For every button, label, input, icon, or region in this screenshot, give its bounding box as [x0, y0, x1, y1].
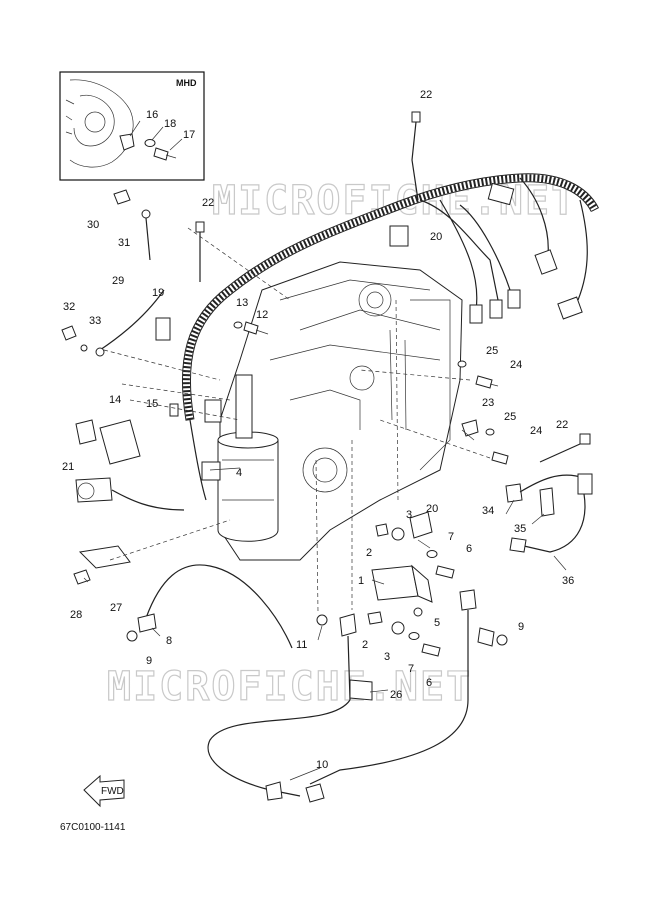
callout-15: 15	[146, 398, 158, 410]
callout-22: 22	[420, 89, 432, 101]
callout-24: 24	[530, 425, 542, 437]
callout-31: 31	[118, 237, 130, 249]
callout-25: 25	[504, 411, 516, 423]
callout-20: 20	[426, 503, 438, 515]
callout-7: 7	[408, 663, 414, 675]
callout-34: 34	[482, 505, 494, 517]
inset-mhd: MHD 16 18 17	[59, 71, 205, 181]
callout-26: 26	[390, 689, 402, 701]
callout-22: 22	[202, 197, 214, 209]
callout-7: 7	[448, 531, 454, 543]
callout-27: 27	[110, 602, 122, 614]
callout-30: 30	[87, 219, 99, 231]
callout-11: 11	[296, 639, 307, 651]
callout-28: 28	[70, 609, 82, 621]
callout-33: 33	[89, 315, 101, 327]
callout-19: 19	[152, 287, 164, 299]
callout-9: 9	[146, 655, 152, 667]
starter-motor	[217, 439, 279, 542]
callout-23: 23	[482, 397, 494, 409]
callout-35: 35	[514, 523, 526, 535]
callout-25: 25	[486, 345, 498, 357]
inset-title: MHD	[176, 78, 197, 88]
callout-13: 13	[236, 297, 248, 309]
callout-24: 24	[510, 359, 522, 371]
callout-14: 14	[109, 394, 121, 406]
callout-36: 36	[562, 575, 574, 587]
engine-block	[217, 261, 463, 561]
callout-22: 22	[556, 419, 568, 431]
fwd-label: FWD	[101, 786, 124, 797]
callout-4: 4	[236, 467, 242, 479]
callout-9: 9	[518, 621, 524, 633]
callout-16: 16	[146, 109, 158, 121]
callout-8: 8	[166, 635, 172, 647]
callout-20: 20	[430, 231, 442, 243]
callout-2: 2	[366, 547, 372, 559]
rectifier-regulator	[99, 419, 141, 465]
callout-3: 3	[384, 651, 390, 663]
callout-32: 32	[63, 301, 75, 313]
washer-18-part	[144, 139, 156, 147]
callout-21: 21	[62, 461, 74, 473]
callout-29: 29	[112, 275, 124, 287]
drawing-code: 67C0100-1141	[60, 822, 126, 833]
callout-6: 6	[466, 543, 472, 555]
callout-17: 17	[183, 129, 195, 141]
callouts: 22 30 31 22 20 29 19 13 12 32 33 25 24 1…	[62, 89, 574, 771]
callout-6: 6	[426, 677, 432, 689]
fwd-arrow-icon: FWD	[83, 774, 125, 808]
callout-1: 1	[358, 575, 364, 587]
callout-2: 2	[362, 639, 368, 651]
clamp-16-part	[119, 133, 135, 151]
watermark-bottom: MICROFICHE.NET	[107, 664, 472, 710]
callout-12: 12	[256, 309, 268, 321]
callout-3: 3	[406, 509, 412, 521]
watermark-top: MICROFICHE.NET	[212, 178, 577, 224]
callout-5: 5	[434, 617, 440, 629]
bolt-17-part	[153, 147, 169, 161]
loose-parts: FWD	[61, 111, 593, 808]
wiring-harness	[181, 173, 600, 501]
callout-18: 18	[164, 118, 176, 130]
callout-10: 10	[316, 759, 328, 771]
leader-lines	[83, 227, 567, 781]
starter-relay	[371, 565, 419, 601]
